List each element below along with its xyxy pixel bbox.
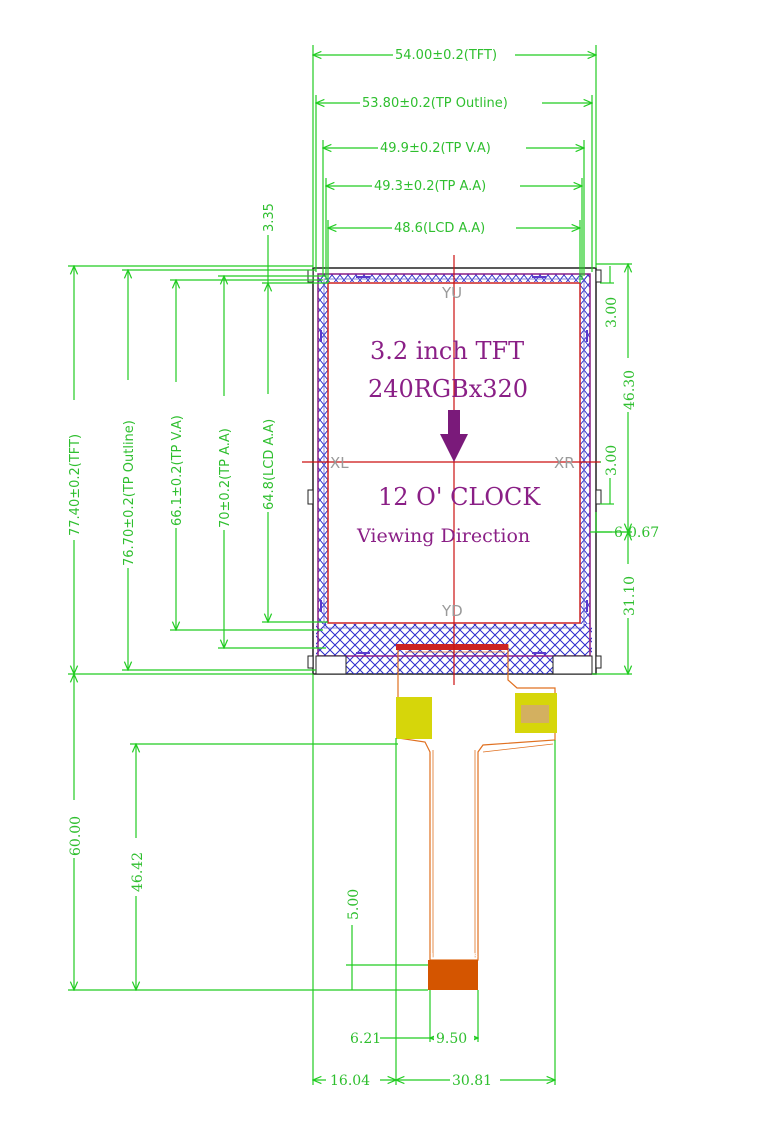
axis-yd-label: YD	[441, 602, 463, 620]
dim-tp-outline-width: 53.80±0.2(TP Outline)	[362, 96, 508, 111]
dim-right-3-top: 3.00	[604, 297, 620, 328]
dim-bottom-950: 9.50	[436, 1031, 467, 1047]
right-dimensions: 3.00 46.30 3.00 6 0.67 31.10	[590, 264, 659, 674]
dim-tft-width: 54.00±0.2(TFT)	[395, 48, 497, 63]
dim-tp-outline-height: 76.70±0.2(TP Outline)	[122, 420, 137, 566]
dim-tft-height: 77.40±0.2(TFT)	[68, 434, 83, 536]
pin-last-label: 18	[469, 952, 478, 960]
viewing-direction-arrow-icon	[440, 410, 468, 462]
axis-yu-label: YU	[441, 284, 462, 302]
fpc-connector	[428, 960, 478, 990]
axis-xr-label: XR	[554, 454, 575, 472]
fpc-cable: 1 18	[396, 644, 557, 990]
dim-lcd-aa-width: 48.6(LCD A.A)	[394, 221, 485, 236]
dim-bottom-1604: 16.04	[330, 1073, 370, 1089]
display-title: 3.2 inch TFT	[370, 337, 524, 365]
center-lines	[302, 255, 605, 685]
viewing-direction-label: Viewing Direction	[356, 525, 530, 547]
dim-top-offset: 3.35	[262, 203, 277, 232]
stiffener-left	[396, 697, 432, 739]
dim-fpc-60: 60.00	[68, 816, 84, 856]
dim-right-4630: 46.30	[622, 370, 638, 410]
dim-tp-va-width: 49.9±0.2(TP V.A)	[380, 141, 491, 156]
dim-tp-va-height: 66.1±0.2(TP V.A)	[170, 415, 185, 526]
dim-bottom-3081: 30.81	[452, 1073, 492, 1089]
dim-fpc-5: 5.00	[346, 889, 362, 920]
dim-bottom-621: 6.21	[350, 1031, 381, 1047]
clock-label: 12 O' CLOCK	[378, 483, 541, 511]
dim-tp-aa-width: 49.3±0.2(TP A.A)	[374, 179, 486, 194]
dim-lcd-aa-height: 64.8(LCD A.A)	[262, 419, 277, 510]
axis-xl-label: XL	[330, 454, 349, 472]
display-resolution: 240RGBx320	[368, 375, 528, 403]
dim-tp-aa-height: 70±0.2(TP A.A)	[218, 428, 233, 528]
dim-right-6: 6	[614, 525, 623, 541]
left-dimensions: 77.40±0.2(TFT) 76.70±0.2(TP Outline) 66.…	[65, 203, 428, 990]
dim-right-067: 0.67	[628, 525, 659, 541]
top-dimensions: 54.00±0.2(TFT) 53.80±0.2(TP Outline) 49.…	[313, 45, 596, 283]
dim-right-3110: 31.10	[622, 576, 638, 616]
dim-right-3-mid: 3.00	[604, 445, 620, 476]
dim-fpc-46: 46.42	[130, 852, 146, 892]
pin-first-label: 1	[430, 952, 434, 960]
bottom-dimensions: 6.21 9.50 16.04 30.81	[313, 674, 555, 1089]
